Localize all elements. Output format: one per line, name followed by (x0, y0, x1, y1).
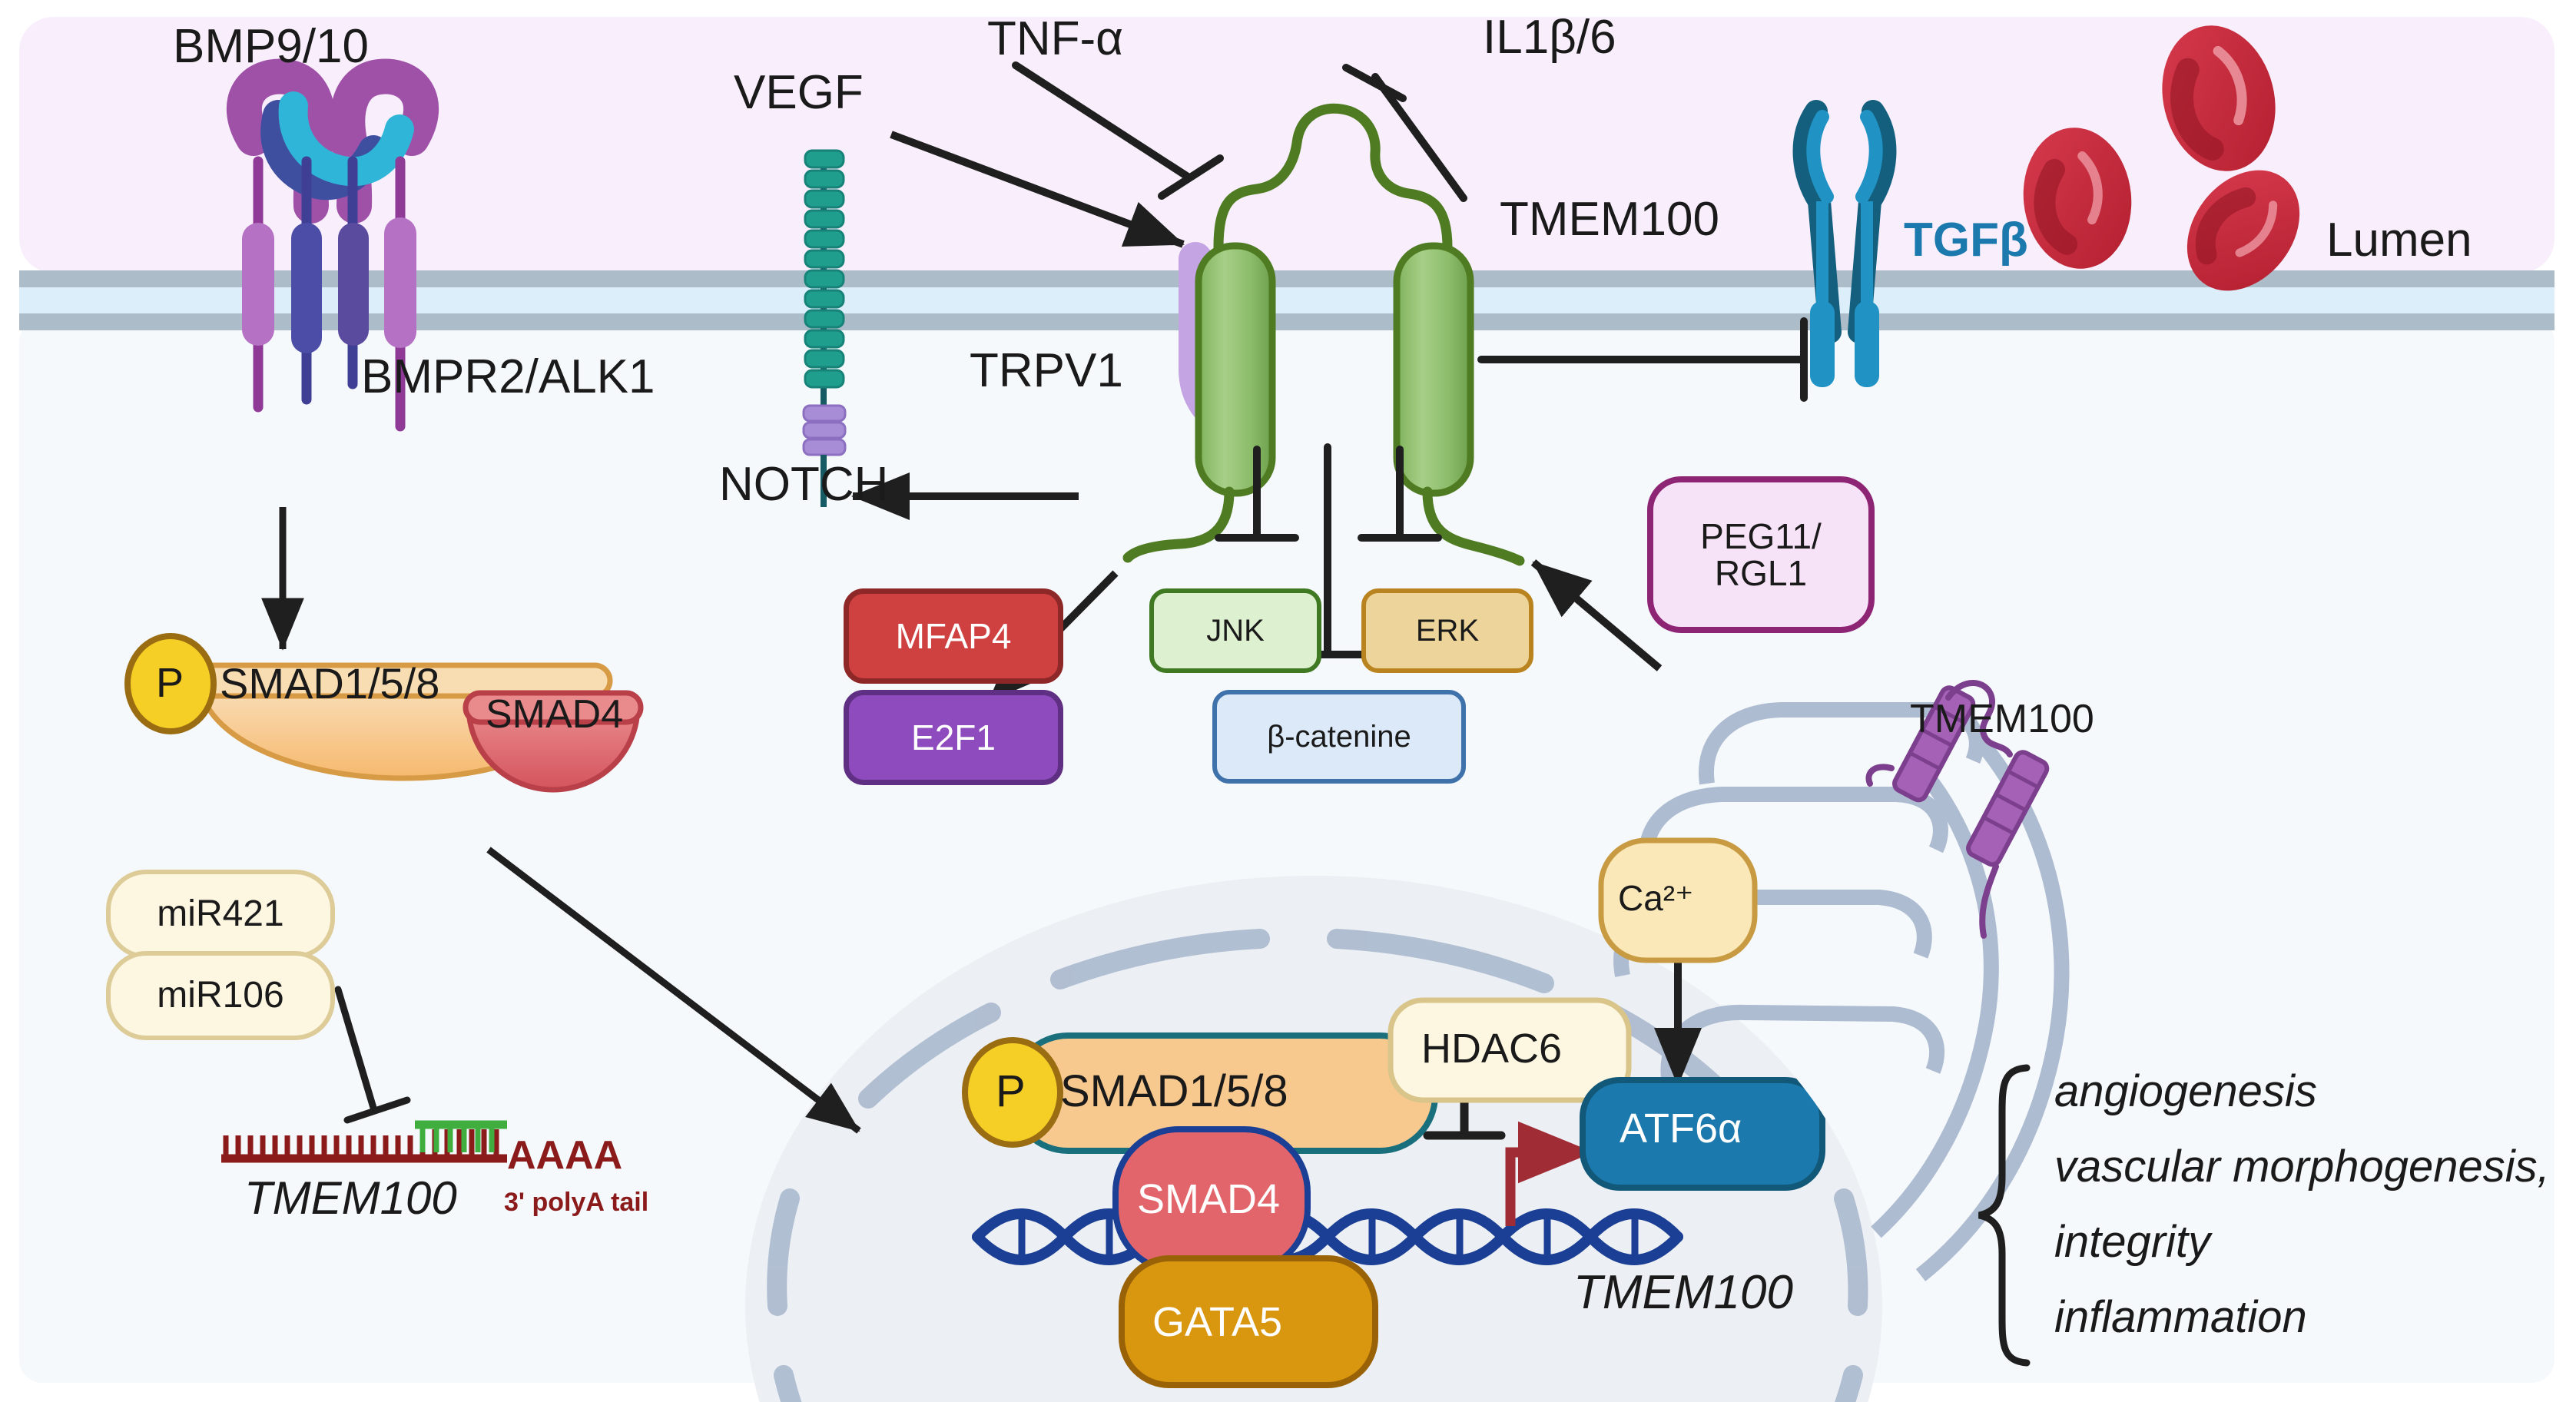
box-bcatenine-label: β-catenine (1267, 720, 1411, 754)
label-hdac6: HDAC6 (1421, 1026, 1563, 1072)
arrow-smad-to-nucleus (486, 847, 861, 1134)
label-bmp910: BMP9/10 (173, 20, 370, 73)
inhibitor-il1b6-to-tmem100 (1342, 64, 1467, 202)
inhibitor-tnfa-to-tmem100 (1012, 61, 1224, 200)
pill-mir106: miR106 (106, 951, 335, 1040)
smad-complex-cytoplasm (124, 633, 644, 793)
label-smad158-nucleus: SMAD1/5/8 (1060, 1066, 1288, 1116)
label-atf6a: ATF6α (1620, 1105, 1742, 1152)
lumen-region (19, 17, 2554, 273)
label-polya: AAAA (507, 1133, 623, 1178)
label-nucleus-tmem100: TMEM100 (1573, 1266, 1793, 1319)
membrane-inner-space (19, 287, 2554, 313)
label-tmem100-membrane: TMEM100 (1500, 193, 1719, 246)
outcome-integrity: integrity (2054, 1217, 2211, 1267)
nuc-gata5-shape (1119, 1255, 1378, 1388)
nuc-hdac6-shape (1387, 997, 1632, 1103)
box-jnk: JNK (1149, 588, 1321, 673)
label-phospho-nucleus: P (996, 1066, 1026, 1116)
inhibitor-mirna-to-mrna (334, 986, 411, 1124)
nuc-phospho-shape (962, 1037, 1063, 1148)
box-erk-label: ERK (1415, 614, 1480, 648)
membrane-outer-leaflet-bottom (19, 313, 2554, 330)
label-bmpr2-alk1: BMPR2/ALK1 (361, 350, 655, 403)
tgfb-receptor (1792, 100, 1897, 387)
inhibitor-tmem100-to-erk (1358, 446, 1442, 542)
bmpr2-alk1-receptor-complex (226, 58, 439, 432)
dna-double-helix (972, 1208, 1683, 1265)
tmem100-er-protein (1865, 680, 2050, 939)
inhibitor-tmem100-to-jnk (1215, 446, 1299, 542)
label-notch: NOTCH (719, 458, 889, 511)
arrow-vegf-to-tmem100 (890, 131, 1185, 248)
box-erk: ERK (1361, 588, 1533, 673)
label-trpv1: TRPV1 (970, 344, 1123, 397)
label-lumen: Lumen (2326, 214, 2472, 267)
label-vegf: VEGF (734, 66, 864, 119)
outcome-inflammation: inflammation (2054, 1292, 2307, 1342)
box-peg11-rgl1: PEG11/ RGL1 (1647, 476, 1875, 633)
membrane-outer-leaflet-top (19, 270, 2554, 287)
label-tnfa: TNF-α (987, 12, 1124, 65)
label-smad158-cytoplasm: SMAD1/5/8 (220, 659, 440, 708)
red-blood-cells (2023, 25, 2300, 291)
box-mfap4: MFAP4 (844, 588, 1063, 684)
arrow-peg11rgl1-to-tmem100 (1530, 559, 1663, 671)
box-e2f1-label: E2F1 (911, 717, 996, 757)
inhibitor-tgfb-to-tmem100 (1477, 317, 1808, 402)
label-tgfb: TGFβ (1904, 214, 2028, 267)
pill-mir421-label: miR421 (157, 893, 284, 934)
pill-mir421: miR421 (106, 870, 335, 959)
box-mfap4-label: MFAP4 (895, 615, 1012, 656)
notch-receptor (802, 149, 847, 507)
label-tmem100-er: TMEM100 (1910, 697, 2094, 741)
label-mrna-tmem100: TMEM100 (244, 1172, 457, 1224)
cytoplasm-region (19, 319, 2554, 1383)
nuc-atf6a-shape (1580, 1077, 1825, 1191)
label-polya-caption: 3' polyA tail (504, 1188, 649, 1217)
calcium-pill-shape (1598, 837, 1758, 963)
pill-mir106-label: miR106 (157, 974, 284, 1016)
label-smad4-nucleus: SMAD4 (1137, 1176, 1281, 1222)
tmem100-membrane-protein (1122, 103, 1525, 566)
label-phospho-cytoplasm: P (156, 660, 184, 706)
box-peg11-rgl1-label: PEG11/ RGL1 (1700, 515, 1822, 593)
label-il1b6: IL1β/6 (1483, 11, 1616, 64)
box-jnk-label: JNK (1206, 614, 1265, 648)
tmem100-mrna (221, 1120, 507, 1163)
outcome-angiogenesis: angiogenesis (2054, 1066, 2317, 1116)
label-smad4-cytoplasm: SMAD4 (486, 692, 624, 737)
box-bcatenine: β-catenine (1212, 690, 1466, 784)
outcome-vascular-morphogenesis: vascular morphogenesis, (2054, 1142, 2550, 1192)
outcomes-brace (1978, 1064, 2031, 1367)
transcription-start-arrow (1505, 1121, 1594, 1226)
box-e2f1: E2F1 (844, 690, 1063, 785)
label-gata5: GATA5 (1152, 1299, 1283, 1345)
label-calcium: Ca²⁺ (1618, 878, 1694, 918)
